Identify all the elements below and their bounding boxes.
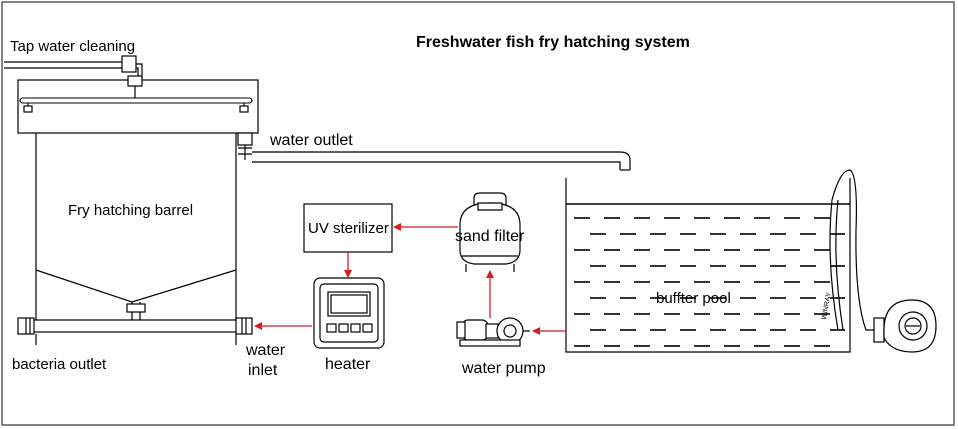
return-hose: [829, 169, 878, 331]
water-pump: [456, 317, 530, 347]
label-water-outlet: water outlet: [270, 132, 353, 149]
heater-unit: [313, 277, 385, 349]
hose-label-mark: WINRAY: [821, 292, 833, 321]
label-water-inlet-line1: water: [246, 342, 286, 359]
sand-filter: [459, 192, 521, 272]
blower-pump: [873, 299, 937, 353]
label-fry-hatching-barrel: Fry hatching barrel: [68, 202, 194, 219]
diagram-title: Freshwater fish fry hatching system: [416, 34, 690, 51]
tap-water-pipe: [4, 55, 143, 98]
label-bacteria-outlet: bacteria outlet: [12, 356, 107, 373]
label-buffer-pool: buffter pool: [656, 290, 731, 307]
label-uv-sterilizer: UV sterilizer: [308, 220, 389, 237]
uv-sterilizer: [303, 203, 393, 253]
label-water-pump: water pump: [462, 360, 546, 377]
label-tap-water-cleaning: Tap water cleaning: [10, 38, 136, 55]
water-outlet-pipe: [237, 132, 631, 171]
label-sand-filter: sand filter: [455, 228, 525, 245]
flow-arrows: [254, 223, 566, 335]
label-water-inlet-line2: inlet: [248, 362, 278, 379]
label-heater: heater: [325, 356, 371, 373]
water-level-dashes: [574, 217, 845, 347]
buffer-pool-tank: [565, 178, 851, 353]
